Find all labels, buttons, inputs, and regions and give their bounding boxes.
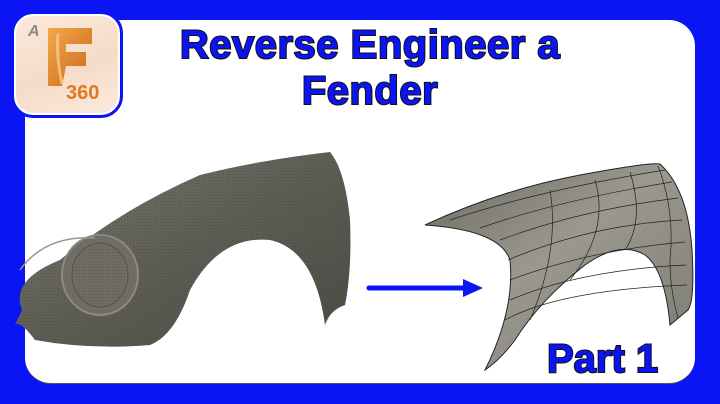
fusion-360-logo: A 360 xyxy=(11,11,123,118)
scanned-mesh-fender-image xyxy=(15,152,351,347)
product-number: 360 xyxy=(66,82,100,104)
title-line-2: Fender xyxy=(301,68,439,114)
autodesk-icon: A xyxy=(28,23,40,40)
fusion-f-icon xyxy=(48,28,92,86)
surface-model-fender-image xyxy=(424,163,694,372)
video-title: Reverse Engineer a Fender xyxy=(120,22,620,114)
title-line-1: Reverse Engineer a xyxy=(179,22,561,68)
part-number-label: Part 1 xyxy=(546,336,659,382)
right-arrow-icon xyxy=(366,279,483,297)
